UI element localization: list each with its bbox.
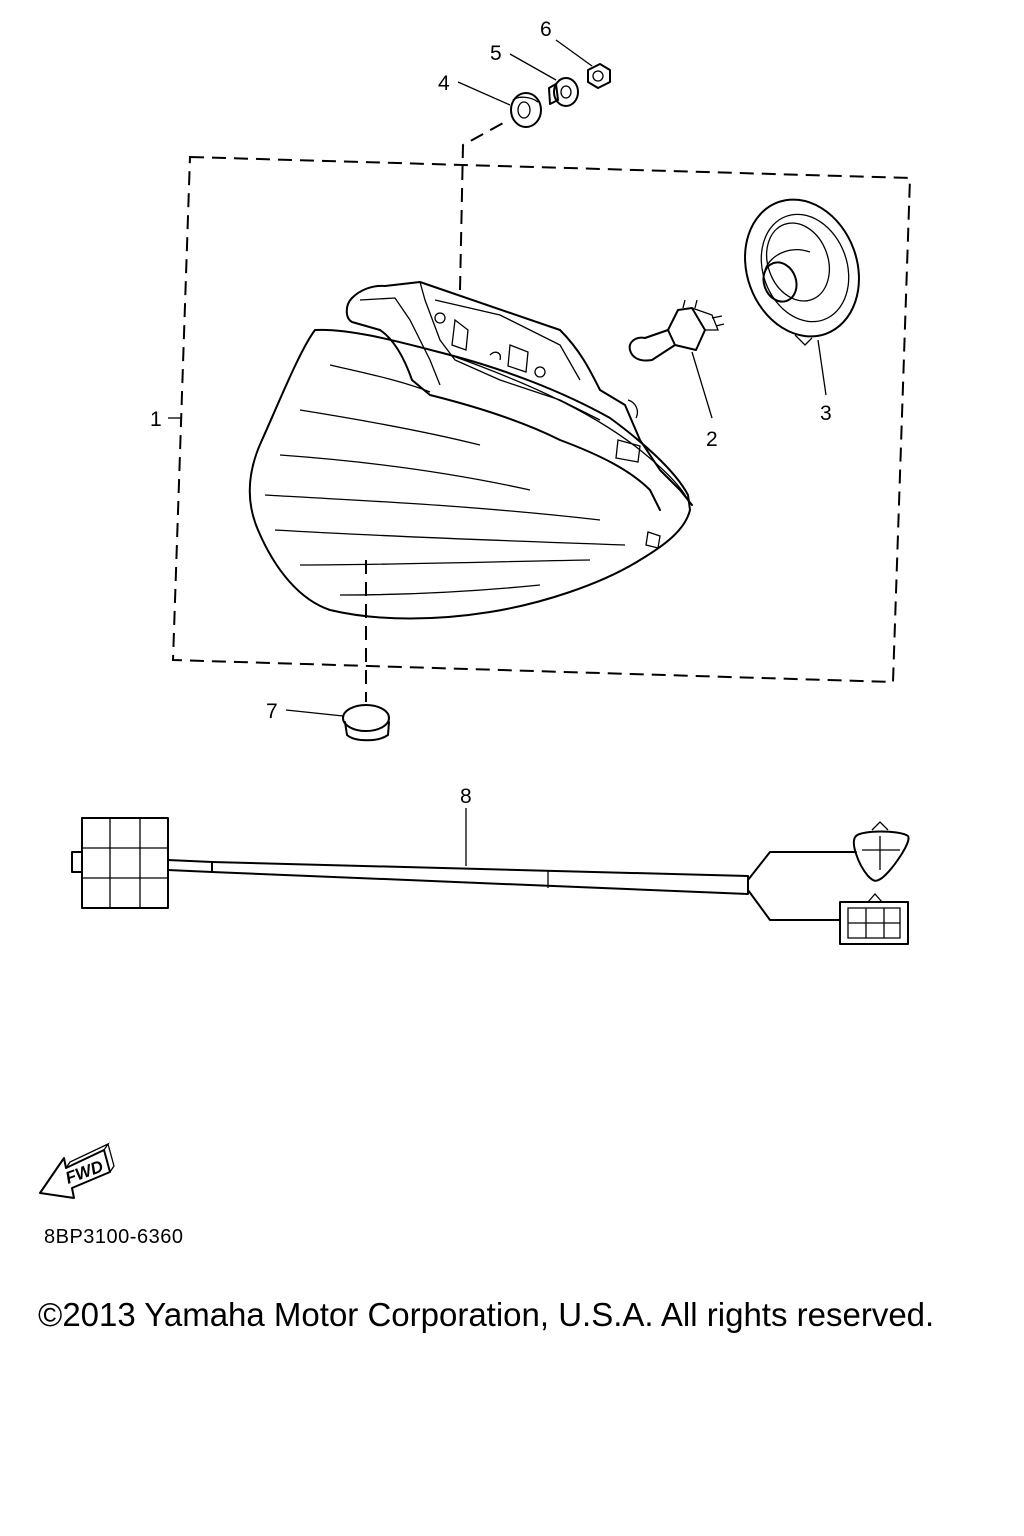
wire-harness-part[interactable] <box>71 817 910 945</box>
cap-part[interactable] <box>342 704 390 742</box>
leader-line-6 <box>555 39 593 67</box>
callout-3: 3 <box>820 402 832 425</box>
callout-2: 2 <box>706 428 718 451</box>
assembly-boundary <box>171 155 912 684</box>
collar-part[interactable] <box>548 77 579 107</box>
callout-1: 1 <box>150 408 162 431</box>
callout-4: 4 <box>438 72 450 95</box>
callout-5: 5 <box>490 42 502 65</box>
bulb-cover-part[interactable] <box>726 183 877 352</box>
nut-part[interactable] <box>587 63 611 89</box>
bulb-part[interactable] <box>628 299 725 362</box>
headlight-assembly[interactable] <box>248 281 693 620</box>
leader-line-7b <box>285 709 344 717</box>
diagram-part-code: 8BP3100-6360 <box>44 1226 184 1248</box>
leader-line-4 <box>457 81 511 106</box>
leader-line-4-assembly <box>459 121 506 291</box>
callout-8: 8 <box>460 785 472 808</box>
copyright-notice: ©2013 Yamaha Motor Corporation, U.S.A. A… <box>38 1296 935 1333</box>
callout-7: 7 <box>266 700 278 723</box>
callout-6: 6 <box>540 18 552 41</box>
leader-line-5 <box>509 53 557 81</box>
leader-line-3 <box>817 339 827 396</box>
leader-line-2 <box>691 351 713 419</box>
fwd-arrow-icon: FWD <box>39 1142 115 1199</box>
grommet-part[interactable] <box>510 92 542 128</box>
